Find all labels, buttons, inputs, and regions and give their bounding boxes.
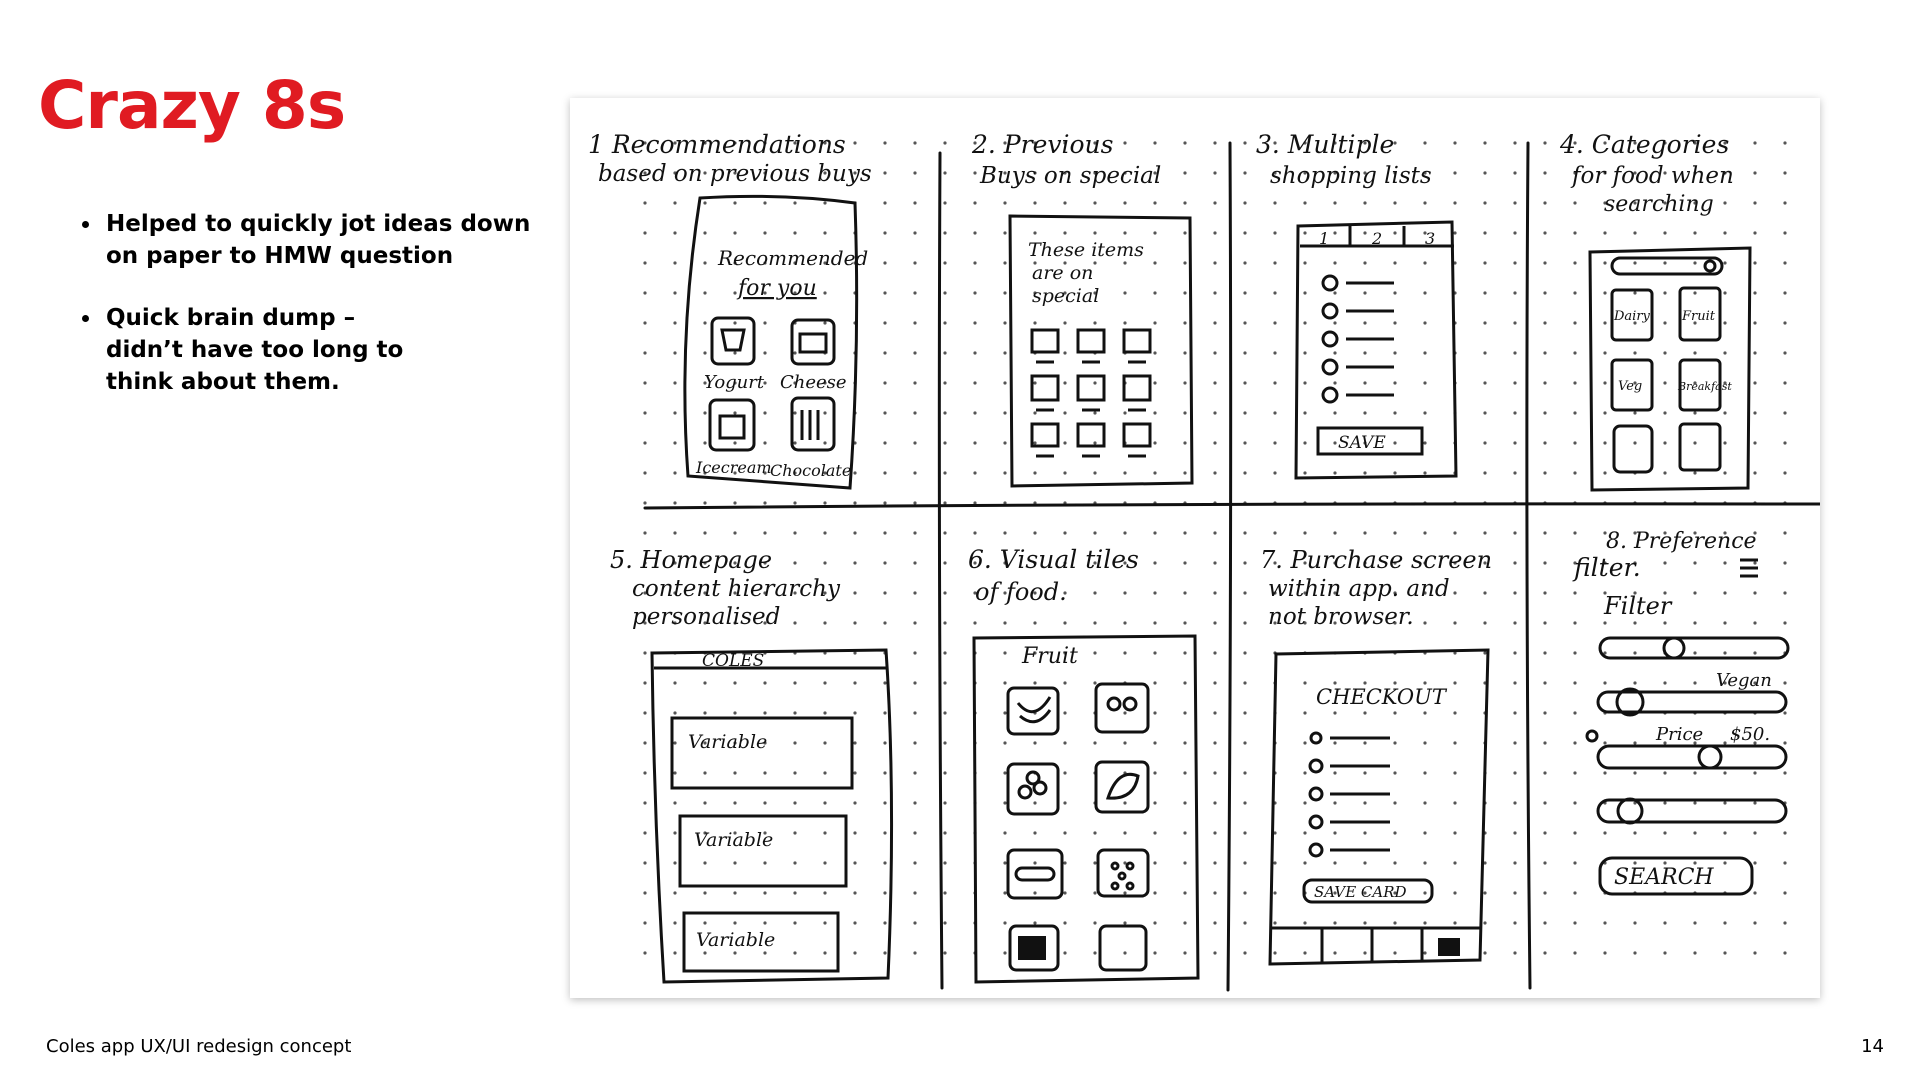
screen-text: Fruit — [1021, 644, 1078, 669]
sketch-drawing: 1 Recommendations based on previous buys… — [570, 98, 1820, 998]
tile-label: Icecream — [695, 458, 772, 477]
panel-heading: not browser. — [1268, 604, 1414, 630]
bullet-item: Helped to quickly jot ideas down on pape… — [80, 208, 540, 272]
panel-8: 8. Preference filter. Filter Vegan Price… — [1572, 529, 1790, 896]
panel-heading: searching — [1604, 192, 1714, 217]
screen-text: special — [1032, 285, 1099, 307]
panel-heading: 4. Categories — [1559, 130, 1729, 159]
panel-5: 5. Homepage content hierarchy personalis… — [610, 546, 894, 984]
panel-2: 2. Previous Buys on special These items … — [971, 130, 1194, 488]
category-tile: Fruit — [1681, 309, 1716, 324]
app-header: COLES — [702, 651, 764, 671]
panel-dividers — [643, 141, 1820, 992]
bullet-line: Helped to quickly jot ideas down — [106, 211, 531, 237]
panel-heading: within app. and — [1268, 576, 1450, 602]
panel-heading: 5. Homepage — [610, 546, 772, 574]
panel-heading: 3. Multiple — [1256, 130, 1394, 159]
content-block: Variable — [696, 929, 775, 951]
panel-heading: 6. Visual tiles — [968, 545, 1139, 574]
screen-text: are on — [1032, 262, 1093, 284]
screen-text: These items — [1028, 239, 1144, 261]
panel-heading: of food. — [975, 578, 1067, 606]
panel-heading: 1 Recommendations — [588, 130, 846, 159]
bullet-line: on paper to HMW question — [106, 243, 454, 269]
panel-heading: personalised — [632, 604, 780, 630]
bullet-line: didn’t have too long to — [106, 337, 404, 363]
tile-label: Cheese — [780, 372, 847, 393]
list-tab: 1 — [1319, 229, 1329, 248]
bullet-line: think about them. — [106, 369, 340, 395]
category-tile: Dairy — [1613, 309, 1651, 324]
panel-heading: 2. Previous — [971, 130, 1113, 159]
footer-caption: Coles app UX/UI redesign concept — [46, 1036, 352, 1057]
panel-6: 6. Visual tiles of food. Fruit — [968, 545, 1200, 984]
tile-label: Chocolate — [770, 461, 851, 480]
filter-title: Filter — [1603, 592, 1673, 620]
list-tab: 3 — [1425, 229, 1435, 248]
filter-label: Vegan — [1716, 670, 1772, 691]
list-save-button: SAVE — [1338, 433, 1386, 453]
panel-4: 4. Categories for food when searching Da… — [1559, 130, 1752, 492]
category-tile: Veg — [1618, 379, 1642, 394]
panel-heading: content hierarchy — [632, 576, 841, 602]
tile-label: Yogurt — [704, 372, 765, 393]
slide-title: Crazy 8s — [38, 67, 346, 144]
screen-text: CHECKOUT — [1316, 685, 1448, 709]
panel-heading: based on previous buys — [598, 161, 872, 187]
panel-heading: shopping lists — [1270, 163, 1432, 189]
panel-3: 3. Multiple shopping lists 1 2 3 SAVE — [1256, 130, 1458, 480]
bullet-list: Helped to quickly jot ideas down on pape… — [80, 208, 540, 428]
search-button: SEARCH — [1614, 865, 1714, 890]
screen-text: Recommended — [717, 246, 868, 270]
panel-1: 1 Recommendations based on previous buys… — [588, 130, 872, 490]
panel-heading: Buys on special — [979, 163, 1161, 189]
bullet-item: Quick brain dump – didn’t have too long … — [80, 302, 540, 398]
save-card-button: SAVE CARD — [1314, 883, 1407, 901]
panel-7: 7. Purchase screen within app. and not b… — [1260, 546, 1492, 966]
filter-label: $50. — [1730, 724, 1770, 745]
page-number: 14 — [1861, 1036, 1884, 1057]
screen-text: for you — [736, 276, 817, 301]
crazy-8s-sketch-image: 1 Recommendations based on previous buys… — [570, 98, 1820, 998]
panel-heading: filter. — [1572, 553, 1641, 582]
category-tile: Breakfast — [1677, 380, 1732, 393]
content-block: Variable — [694, 829, 773, 851]
list-tab: 2 — [1371, 229, 1382, 248]
panel-heading: for food when — [1570, 163, 1734, 189]
bullet-line: Quick brain dump – — [106, 305, 356, 331]
panel-heading: 8. Preference — [1606, 529, 1757, 554]
panel-heading: 7. Purchase screen — [1260, 546, 1492, 574]
filter-label: Price — [1655, 724, 1703, 745]
content-block: Variable — [688, 731, 767, 753]
